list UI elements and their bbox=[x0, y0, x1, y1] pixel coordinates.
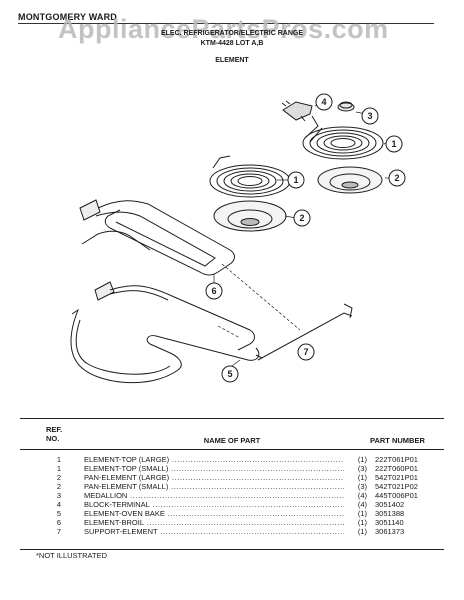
qty-cell: (1) bbox=[357, 527, 367, 536]
callout-2-small bbox=[388, 169, 406, 187]
ref-cell: 4 bbox=[56, 500, 62, 509]
bake-element-drawing bbox=[70, 281, 260, 384]
brand-name: MONTGOMERY WARD bbox=[18, 12, 117, 22]
table-row: 2 PAN-ELEMENT (LARGE) (1) 542T021P01 bbox=[20, 473, 444, 482]
part-number-cell: 542T021P02 bbox=[375, 482, 418, 491]
part-name-cell: ELEMENT-OVEN BAKE bbox=[84, 509, 344, 518]
table-row: 7 SUPPORT-ELEMENT (1) 3061373 bbox=[20, 527, 444, 536]
part-number-cell: 445T006P01 bbox=[375, 491, 418, 500]
part-name-cell: SUPPORT-ELEMENT bbox=[84, 527, 344, 536]
exploded-parts-diagram: 1 2 1 2 3 4 5 6 7 bbox=[70, 93, 406, 384]
part-number-cell: 3051140 bbox=[375, 518, 404, 527]
callout-3 bbox=[361, 107, 379, 125]
header-rule bbox=[18, 23, 434, 24]
drip-pan-large-drawing bbox=[213, 200, 287, 232]
callout-label: 3 bbox=[367, 111, 372, 121]
leader-lines bbox=[217, 263, 301, 339]
callout-1-large bbox=[287, 171, 305, 189]
drip-pan-small-drawing bbox=[317, 166, 383, 194]
callout-7 bbox=[297, 343, 315, 361]
ref-cell: 1 bbox=[56, 455, 62, 464]
part-number-cell: 3051388 bbox=[375, 509, 405, 518]
table-row: 3 MEDALLION (4) 445T006P01 bbox=[20, 491, 444, 500]
part-name-cell: PAN-ELEMENT (LARGE) bbox=[84, 473, 344, 482]
callout-2-large bbox=[293, 209, 311, 227]
callout-label: 1 bbox=[293, 175, 298, 185]
watermark: AppliancePartsPros.com bbox=[58, 14, 389, 44]
callout-leaders bbox=[213, 103, 394, 367]
part-name-cell: ELEMENT-BROIL bbox=[84, 518, 344, 527]
qty-cell: (4) bbox=[357, 491, 367, 500]
section-title: ELEMENT bbox=[215, 57, 249, 64]
diagram-subtitle: ELEC. REFRIGERATOR/ELECTRIC RANGE bbox=[160, 30, 304, 37]
qty-cell: (1) bbox=[357, 509, 367, 518]
support-element-drawing bbox=[255, 303, 353, 361]
part-name-cell: BLOCK-TERMINAL bbox=[84, 500, 344, 509]
part-number-cell: 3061373 bbox=[375, 527, 405, 536]
qty-cell: (1) bbox=[357, 473, 367, 482]
table-row: 5 ELEMENT-OVEN BAKE (1) 3051388 bbox=[20, 509, 444, 518]
part-number-cell: 222T060P01 bbox=[375, 464, 418, 473]
name-of-part-header: NAME OF PART bbox=[203, 436, 261, 445]
qty-cell: (1) bbox=[357, 455, 367, 464]
callout-1-small bbox=[385, 135, 403, 153]
part-number-cell: 542T021P01 bbox=[375, 473, 418, 482]
part-name-cell: ELEMENT-TOP (LARGE) bbox=[84, 455, 344, 464]
callout-4 bbox=[315, 93, 333, 111]
callout-label: 2 bbox=[299, 213, 304, 223]
surface-element-large-drawing bbox=[209, 155, 291, 198]
callout-5 bbox=[221, 365, 239, 383]
part-number-cell: 3051402 bbox=[375, 500, 405, 509]
part-name-cell: PAN-ELEMENT (SMALL) bbox=[84, 482, 344, 491]
header-divider bbox=[20, 449, 444, 450]
callout-label: 4 bbox=[321, 97, 326, 107]
qty-cell: (1) bbox=[357, 518, 367, 527]
ref-cell: 7 bbox=[56, 527, 62, 536]
surface-element-small-drawing bbox=[302, 115, 384, 160]
qty-cell: (3) bbox=[357, 482, 367, 491]
part-number-cell: 222T061P01 bbox=[375, 455, 418, 464]
medallion-drawing bbox=[337, 101, 355, 112]
part-name-cell: MEDALLION bbox=[84, 491, 344, 500]
ref-cell: 2 bbox=[56, 473, 62, 482]
part-number-header: PART NUMBER bbox=[370, 436, 425, 445]
qty-cell: (4) bbox=[357, 500, 367, 509]
ref-cell: 3 bbox=[56, 491, 62, 500]
ref-cell: 6 bbox=[56, 518, 62, 527]
table-row: 2 PAN-ELEMENT (SMALL) (3) 542T021P02 bbox=[20, 482, 444, 491]
table-row: 1 ELEMENT-TOP (LARGE) (1) 222T061P01 bbox=[20, 455, 444, 464]
callout-6 bbox=[205, 282, 223, 300]
table-row: 4 BLOCK-TERMINAL (4) 3051402 bbox=[20, 500, 444, 509]
broil-element-drawing bbox=[79, 199, 235, 276]
parts-list-table: REF. NO. NAME OF PART PART NUMBER 1 ELEM… bbox=[20, 418, 444, 550]
callout-label: 2 bbox=[394, 173, 399, 183]
callout-balloons bbox=[205, 93, 406, 383]
callout-label: 1 bbox=[391, 139, 396, 149]
table-row: 1 ELEMENT-TOP (SMALL) (3) 222T060P01 bbox=[20, 464, 444, 473]
callout-label: 7 bbox=[303, 347, 308, 357]
table-row: 6 ELEMENT-BROIL (1) 3051140 bbox=[20, 518, 444, 527]
footnote: *NOT ILLUSTRATED bbox=[36, 551, 107, 560]
terminal-block-drawing bbox=[281, 100, 313, 122]
ref-no-header: REF. NO. bbox=[46, 425, 63, 443]
callout-label: 6 bbox=[211, 286, 216, 296]
ref-cell: 5 bbox=[56, 509, 62, 518]
ref-cell: 1 bbox=[56, 464, 62, 473]
qty-cell: (3) bbox=[357, 464, 367, 473]
ref-cell: 2 bbox=[56, 482, 62, 491]
part-name-cell: ELEMENT-TOP (SMALL) bbox=[84, 464, 344, 473]
callout-label: 5 bbox=[227, 369, 232, 379]
model-number: KTM-4428 LOT A,B bbox=[200, 40, 264, 47]
